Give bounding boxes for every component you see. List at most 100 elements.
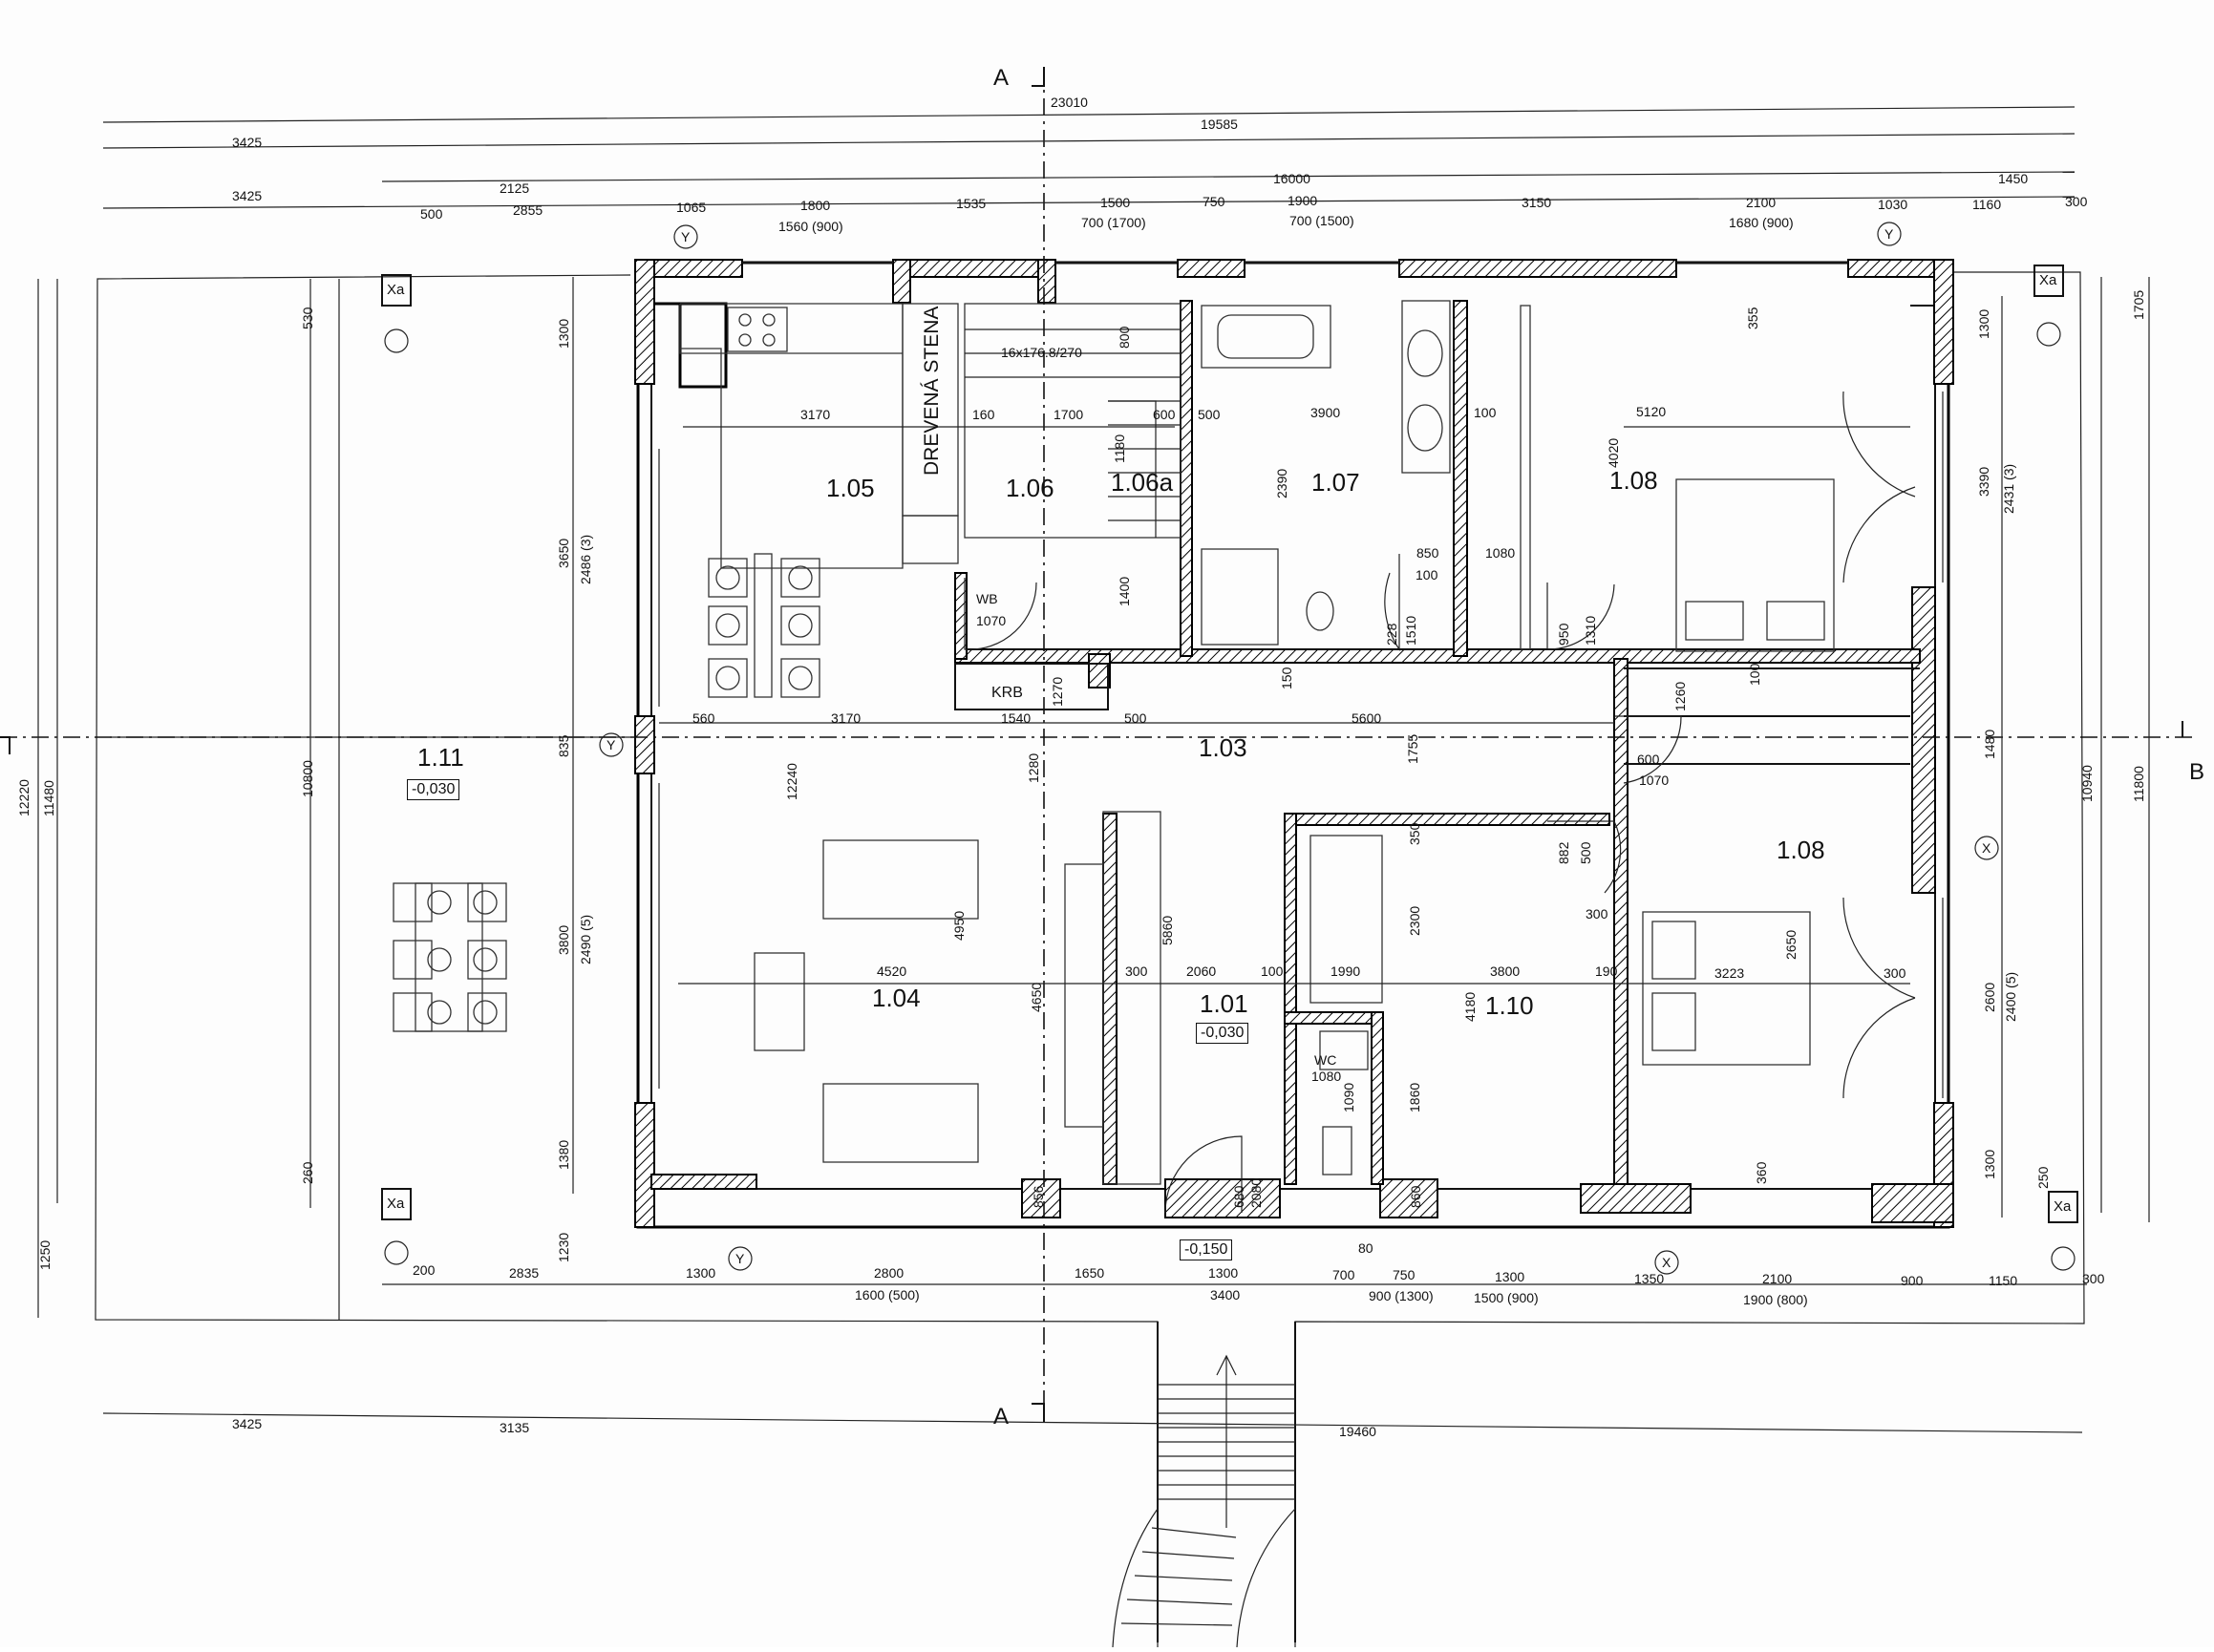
dimension: 3390 [1976,466,1991,497]
bedroom-furniture [1309,305,1835,1175]
dimension: 2490 (5) [578,914,593,964]
dimension: 1250 [37,1239,53,1270]
axis-label: Xa [387,1196,405,1212]
dimension: 882 [1556,841,1571,864]
axis-label: Y [1884,226,1894,242]
dimension: 2600 [1982,982,1997,1012]
kitchen [679,303,959,569]
dimension: 23010 [1051,95,1088,110]
room-label: 1.06 [1006,474,1054,502]
dimension: 19585 [1201,116,1238,132]
dimension-lines [37,106,2150,1433]
exterior-stair [1112,1322,1296,1648]
axis-label: Xa [2039,272,2057,288]
dimension: 1860 [1407,1082,1422,1112]
dimension: 1700 [1054,407,1084,422]
dimension: 16000 [1273,171,1310,186]
dimension: 2855 [513,202,543,218]
dimension: 1080 [1485,545,1516,561]
room-label: 1.07 [1311,468,1360,497]
dimension: 2835 [509,1265,540,1281]
dimension: 1560 (900) [778,219,843,234]
dimension: 500 [1578,841,1593,864]
dimension: 4950 [951,910,967,941]
dimension: 4650 [1029,982,1044,1012]
dimension: 1070 [976,613,1007,628]
dimension: 1300 [686,1265,716,1281]
dimension: 2060 [1186,964,1217,979]
bed-icon [1642,911,1811,1066]
dimension: 900 [1901,1273,1924,1288]
dimension: 835 [556,734,571,757]
room-label: 1.03 [1199,733,1247,762]
dimension: 1680 (900) [1729,215,1794,230]
dimension: 1450 [1998,171,2029,186]
axis-xa-box [381,1188,412,1220]
dimension: 1065 [676,200,707,215]
room-label: 1.11 [417,743,464,772]
dimension: 850 [1416,545,1439,561]
dimension: 750 [1393,1267,1416,1282]
axis-xa-box [2033,265,2064,297]
dimension: 3800 [1490,964,1521,979]
dimension: 1990 [1331,964,1361,979]
dimension: 300 [1586,906,1608,921]
dimension: 3170 [831,710,862,726]
dimension: 300 [1125,964,1148,979]
dimension: 2650 [1783,929,1799,960]
axis-label: Y [607,737,616,752]
room-label: 1.04 [872,984,921,1012]
bed-icon [1675,478,1835,652]
dimension: 2100 [1762,1271,1793,1286]
bathroom-fixtures [1201,300,1451,646]
dimension: 1300 [556,318,571,349]
dimension: 250 [2035,1166,2051,1189]
dimension: 1900 [1288,193,1318,208]
shower-icon [1201,548,1279,646]
dimension: 2100 [1746,195,1777,210]
section-marker-top: A [993,65,1010,91]
axis-label: X [1662,1255,1671,1270]
sink-icon [902,515,959,564]
dimension: 10800 [300,760,315,797]
dimension: 1350 [1634,1271,1665,1286]
dimension: 1300 [1976,308,1991,339]
dining-table-interior [708,553,820,698]
dimension: 900 (1300) [1369,1288,1434,1303]
level-tag: -0,150 [1180,1239,1233,1260]
fireplace-label: KRB [991,685,1023,701]
axis-label: Xa [2054,1198,2072,1215]
washbasin-icon [1407,404,1443,452]
living-room-furniture [754,811,1161,1185]
dimension: 680 [1231,1185,1246,1208]
dimension: 2486 (3) [578,534,593,584]
stairs-interior [964,303,1182,539]
dimension: 1705 [2131,289,2146,320]
dimension: 2400 (5) [2003,971,2018,1022]
dimension: 1300 [1495,1269,1525,1284]
dimension: 300 [1884,965,1906,981]
dimension: 80 [1358,1240,1373,1256]
room-label: 1.06a [1111,468,1174,497]
level-tag: -0,030 [1196,1023,1249,1044]
dimension: 500 [420,206,443,222]
dimension: 3800 [556,924,571,955]
dimension: 150 [1279,667,1294,689]
dimension: 1800 [800,198,831,213]
dimension: 1500 [1100,195,1131,210]
armchair-icon [754,952,805,1051]
dimension: 2390 [1274,468,1289,498]
wb-label: WB [976,591,998,606]
stair-label: 16x176.8/270 [1001,345,1082,360]
dimension: 2080 [1248,1177,1264,1208]
dimension: 530 [300,307,315,329]
wc-label: WC [1314,1052,1337,1068]
dimension: 5120 [1636,404,1667,419]
axis-xa-box [381,274,412,307]
room-label: 1.08 [1609,466,1658,495]
dimension: 1160 [1972,197,2002,212]
dimension: 3650 [556,538,571,568]
dimension: 12220 [16,779,32,816]
dimension: 2800 [874,1265,905,1281]
section-marker-bottom: A [993,1404,1010,1430]
